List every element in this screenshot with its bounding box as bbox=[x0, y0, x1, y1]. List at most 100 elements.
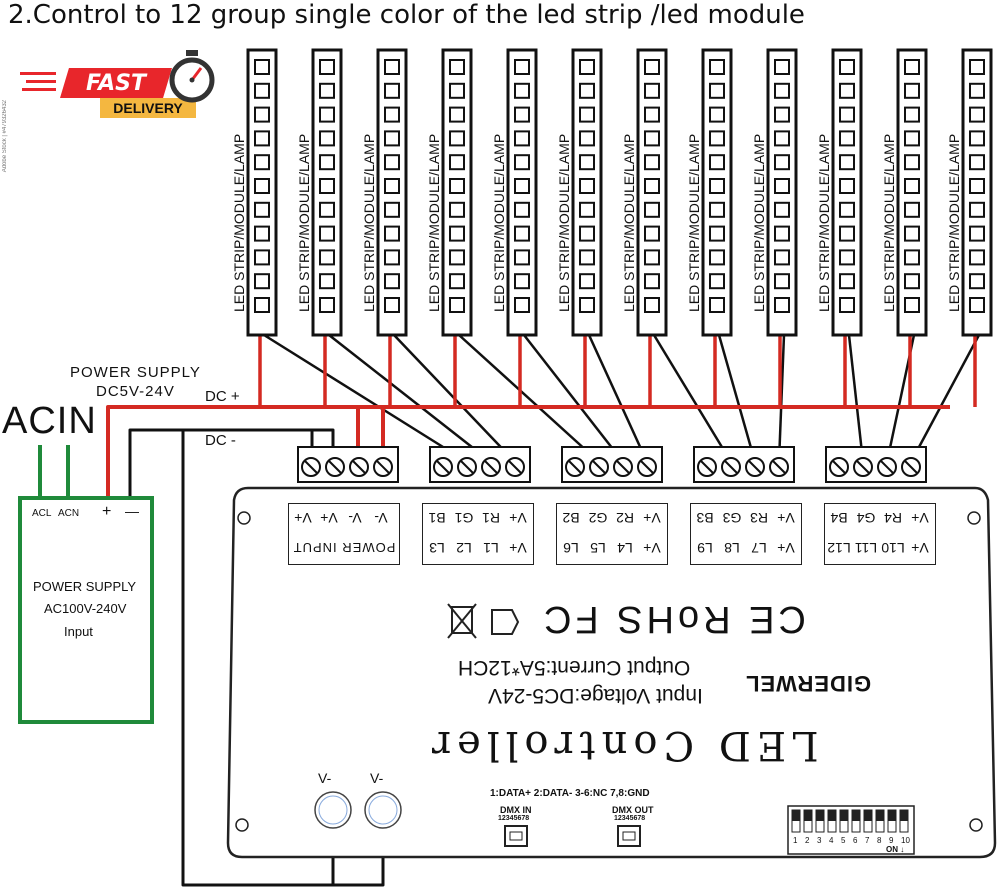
red-wires bbox=[38, 335, 977, 498]
led-chip-icon bbox=[904, 225, 920, 242]
bin-cross bbox=[447, 603, 477, 639]
led-chip-icon bbox=[384, 178, 400, 194]
led-chip-icon bbox=[579, 178, 595, 194]
led-chip-icon bbox=[449, 154, 465, 171]
dmx-in-port-icon bbox=[504, 825, 528, 847]
led-strip: LED STRIP/MODULE/LAMP bbox=[881, 48, 928, 337]
strip-data-wire bbox=[909, 334, 981, 463]
strip-label: LED STRIP/MODULE/LAMP bbox=[686, 134, 702, 312]
led-chip-icon bbox=[579, 201, 595, 218]
led-chip-icon bbox=[319, 178, 335, 194]
screw-slot bbox=[724, 460, 738, 474]
led-chip-icon bbox=[384, 59, 400, 75]
led-chip-icon bbox=[839, 82, 855, 99]
page-title: 2.Control to 12 group single color of th… bbox=[8, 0, 805, 30]
led-chip-icon bbox=[579, 273, 595, 290]
screw-slot bbox=[508, 460, 522, 474]
dip-toggle-knob bbox=[804, 810, 812, 821]
strip-data-wire bbox=[847, 334, 865, 463]
led-chip-icon bbox=[969, 273, 985, 290]
terminal-block bbox=[693, 446, 795, 483]
dip-toggle-knob bbox=[792, 810, 800, 821]
dip-number: 7 bbox=[865, 836, 870, 845]
led-chip-icon bbox=[709, 130, 725, 147]
strip-label: LED STRIP/MODULE/LAMP bbox=[751, 134, 767, 312]
strip-label: LED STRIP/MODULE/LAMP bbox=[946, 134, 962, 312]
bin-body bbox=[451, 606, 473, 634]
led-chip-icon bbox=[319, 82, 335, 99]
fast-delivery-badge: FAST DELIVERY bbox=[20, 48, 220, 128]
led-chip-icon bbox=[384, 154, 400, 171]
dip-number: 4 bbox=[829, 836, 834, 845]
led-chip-icon bbox=[969, 130, 985, 147]
dip-number: 9 bbox=[889, 836, 894, 845]
dc-plus-label: DC + bbox=[205, 388, 240, 405]
screw-slot bbox=[856, 460, 870, 474]
led-chip-icon bbox=[709, 178, 725, 194]
led-chip-icon bbox=[709, 59, 725, 75]
led-chip-icon bbox=[774, 154, 790, 171]
led-chip-icon bbox=[709, 106, 725, 123]
psu-input: Input bbox=[64, 624, 93, 639]
channel-label: V+ bbox=[911, 540, 929, 556]
ac-power-supply bbox=[18, 496, 154, 724]
led-chip-icon bbox=[319, 130, 335, 147]
led-chip-icon bbox=[904, 130, 920, 147]
led-chip-icon bbox=[709, 225, 725, 242]
fast-label: FAST bbox=[60, 68, 172, 98]
led-chip-icon bbox=[774, 178, 790, 194]
led-chip-icon bbox=[449, 106, 465, 123]
channel-label: R4 bbox=[884, 510, 902, 526]
led-strip: LED STRIP/MODULE/LAMP bbox=[426, 48, 473, 337]
led-chip-icon bbox=[839, 297, 855, 313]
port-ring bbox=[364, 791, 402, 829]
cert-marks: CE RoHS FC bbox=[540, 598, 806, 640]
rj45-slot bbox=[509, 831, 523, 841]
power-terminal-label: V+ bbox=[320, 510, 338, 526]
channel-label: B3 bbox=[696, 510, 714, 526]
controller-name: LED Controller bbox=[426, 722, 819, 768]
minus-label: — bbox=[125, 503, 139, 519]
screw-slot bbox=[772, 460, 786, 474]
channel-label: L6 bbox=[563, 540, 579, 556]
led-chip-icon bbox=[514, 106, 530, 123]
dip-toggle-knob bbox=[828, 810, 836, 821]
led-controller bbox=[226, 486, 997, 859]
channel-group-table bbox=[824, 503, 936, 565]
channel-label: L8 bbox=[724, 540, 740, 556]
led-chip-icon bbox=[514, 59, 530, 75]
screw-slot bbox=[376, 460, 390, 474]
led-chip-icon bbox=[254, 297, 270, 313]
power-terminal-label: V+ bbox=[294, 510, 312, 526]
channel-label: L1 bbox=[483, 540, 499, 556]
dc-power-supply-label: POWER SUPPLY bbox=[70, 364, 201, 381]
led-strip: LED STRIP/MODULE/LAMP bbox=[751, 48, 798, 337]
led-chip-icon bbox=[904, 178, 920, 194]
psu-voltage: AC100V-240V bbox=[44, 601, 127, 616]
led-chip-icon bbox=[579, 130, 595, 147]
led-chip-icon bbox=[839, 249, 855, 266]
dip-toggle-knob bbox=[864, 810, 872, 821]
dip-on-label: ON ↓ bbox=[886, 845, 904, 854]
screw-slot bbox=[904, 460, 918, 474]
brand-logo: GIDERWEL bbox=[745, 671, 872, 696]
dip-toggle-knob bbox=[876, 810, 884, 821]
channel-label: V+ bbox=[777, 540, 795, 556]
led-chip-icon bbox=[969, 249, 985, 266]
dip-toggle-knob bbox=[840, 810, 848, 821]
channel-group-table bbox=[556, 503, 668, 565]
screw-hole-icon bbox=[237, 511, 251, 525]
dc-plus-bus bbox=[106, 405, 950, 498]
led-chip-icon bbox=[514, 82, 530, 99]
dmx-out-port-icon bbox=[617, 825, 641, 847]
screw-slot bbox=[592, 460, 606, 474]
strip-data-wire bbox=[717, 334, 757, 463]
led-chip-icon bbox=[904, 201, 920, 218]
led-strip: LED STRIP/MODULE/LAMP bbox=[816, 48, 863, 337]
led-chip-icon bbox=[839, 201, 855, 218]
recycle-shape bbox=[491, 609, 520, 635]
channel-label: G3 bbox=[722, 510, 742, 526]
